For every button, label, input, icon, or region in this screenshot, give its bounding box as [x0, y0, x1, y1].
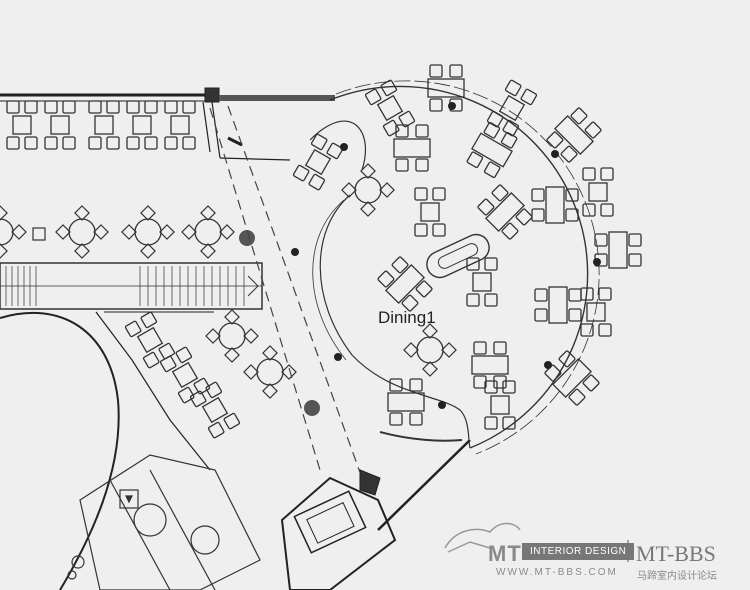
watermark-badge: INTERIOR DESIGN	[522, 543, 635, 560]
watermark-left-text: MT	[488, 541, 522, 566]
dashed-walkway	[209, 105, 363, 479]
room-label: Dining1	[378, 308, 436, 327]
watermark-right-text: MT-BBS	[636, 541, 716, 566]
dining-tables	[293, 65, 641, 429]
watermark-url: WWW.MT-BBS.COM	[496, 567, 618, 578]
booth-row-north	[7, 101, 195, 149]
watermark-logo	[444, 522, 521, 553]
booth-cluster-west	[125, 309, 297, 438]
stair-band	[0, 262, 263, 310]
watermark-chinese: 马蹄室内设计论坛	[637, 571, 717, 582]
curved-wall-west	[0, 311, 214, 590]
service-core	[280, 439, 471, 590]
round-tables-row	[0, 205, 255, 259]
circular-dining-zone	[309, 80, 600, 455]
restroom-block	[67, 454, 261, 590]
central-bar	[426, 233, 490, 279]
